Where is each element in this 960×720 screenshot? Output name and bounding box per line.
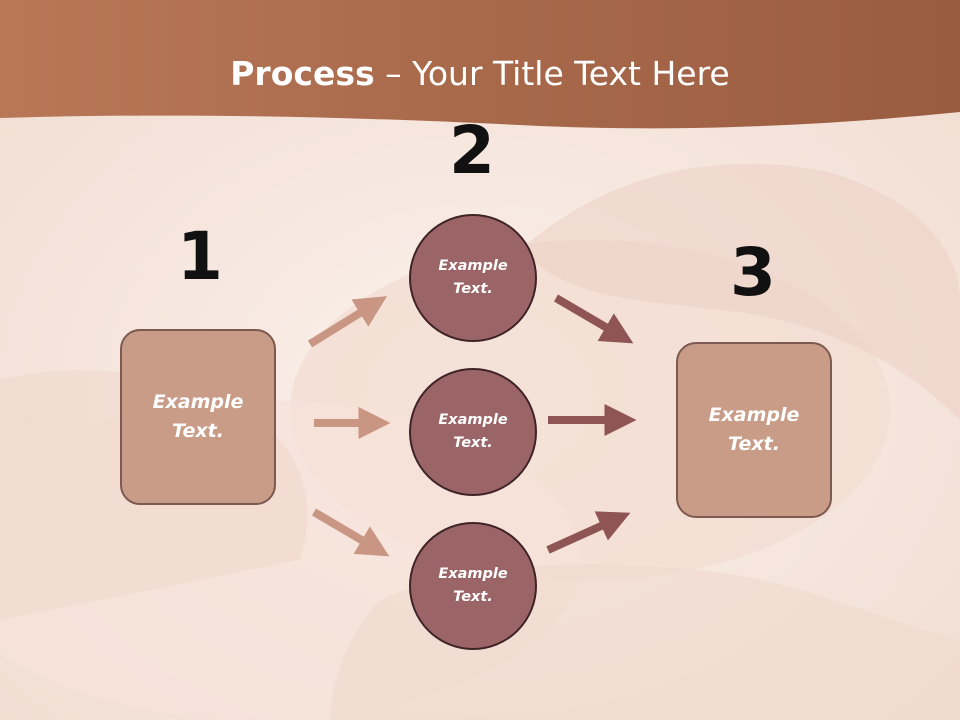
- step-1-line-2: Text.: [172, 420, 224, 442]
- arrow-bottom-to-3: [546, 511, 631, 554]
- step-number-3: 3: [730, 234, 776, 311]
- arrow-1-to-bottom: [311, 508, 390, 557]
- step-2-circle-bottom: Example Text.: [409, 522, 537, 650]
- circle-bottom-line-1: Example: [438, 566, 508, 582]
- step-1-box: Example Text.: [120, 329, 276, 505]
- circle-top-line-1: Example: [438, 258, 508, 274]
- step-number-2: 2: [449, 112, 495, 189]
- title-rest: – Your Title Text Here: [374, 54, 730, 93]
- step-number-1: 1: [177, 218, 223, 295]
- step-1-line-1: Example: [152, 391, 244, 413]
- arrow-1-to-top: [307, 296, 388, 348]
- title-bold: Process: [230, 54, 375, 93]
- slide-title: Process – Your Title Text Here: [0, 52, 960, 96]
- circle-middle-line-1: Example: [438, 412, 508, 428]
- circle-bottom-line-2: Text.: [453, 589, 493, 605]
- step-3-line-1: Example: [708, 404, 800, 426]
- circle-middle-line-2: Text.: [453, 435, 493, 451]
- header-band: [0, 0, 960, 129]
- step-2-circle-top: Example Text.: [409, 214, 537, 342]
- circle-top-line-2: Text.: [453, 281, 493, 297]
- step-3-line-2: Text.: [728, 433, 780, 455]
- arrow-top-to-3: [553, 294, 634, 344]
- step-2-circle-middle: Example Text.: [409, 368, 537, 496]
- step-3-box: Example Text.: [676, 342, 832, 518]
